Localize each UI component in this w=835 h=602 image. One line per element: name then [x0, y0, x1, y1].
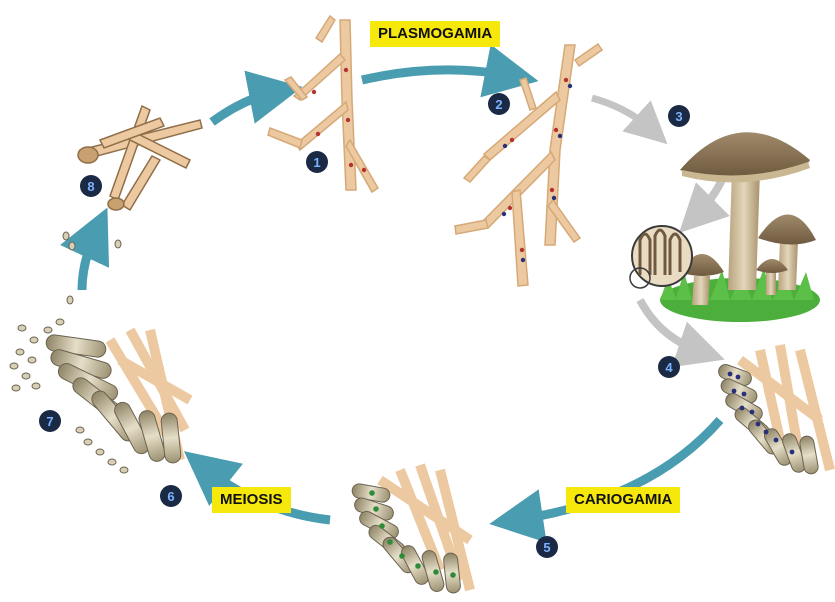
label-plasmogamia: PLASMOGAMIA [370, 21, 500, 47]
svg-text:6: 6 [167, 489, 174, 504]
arrow-8-to-1 [212, 92, 276, 122]
label-cariogamia: CARIOGAMIA [566, 487, 680, 513]
svg-text:7: 7 [46, 414, 53, 429]
arrow-1-to-2 [362, 70, 512, 80]
svg-text:8: 8 [87, 179, 94, 194]
step-badge-8: 8 [80, 175, 102, 197]
step-badge-3: 3 [668, 105, 690, 127]
basidia-stage-7 [10, 232, 190, 473]
svg-text:3: 3 [675, 109, 682, 124]
mushroom-group [630, 132, 820, 322]
basidia-stage-4 [717, 345, 830, 475]
svg-text:4: 4 [665, 360, 673, 375]
step-badge-6: 6 [160, 485, 182, 507]
label-meiosis: MEIOSIS [212, 487, 291, 513]
svg-text:1: 1 [313, 155, 320, 170]
step-badge-5: 5 [536, 536, 558, 558]
svg-text:2: 2 [495, 97, 502, 112]
hypha-stage-2 [455, 44, 602, 286]
step-badge-1: 1 [306, 151, 328, 173]
step-badge-2: 2 [488, 93, 510, 115]
arrow-2-to-3 [592, 98, 652, 130]
step-badge-4: 4 [658, 356, 680, 378]
arrow-7-to-8 [82, 232, 96, 290]
step-badge-7: 7 [39, 410, 61, 432]
arrow-mushroom-to-gills [696, 180, 722, 216]
basidia-stage-5 [351, 465, 470, 594]
svg-text:5: 5 [543, 540, 550, 555]
